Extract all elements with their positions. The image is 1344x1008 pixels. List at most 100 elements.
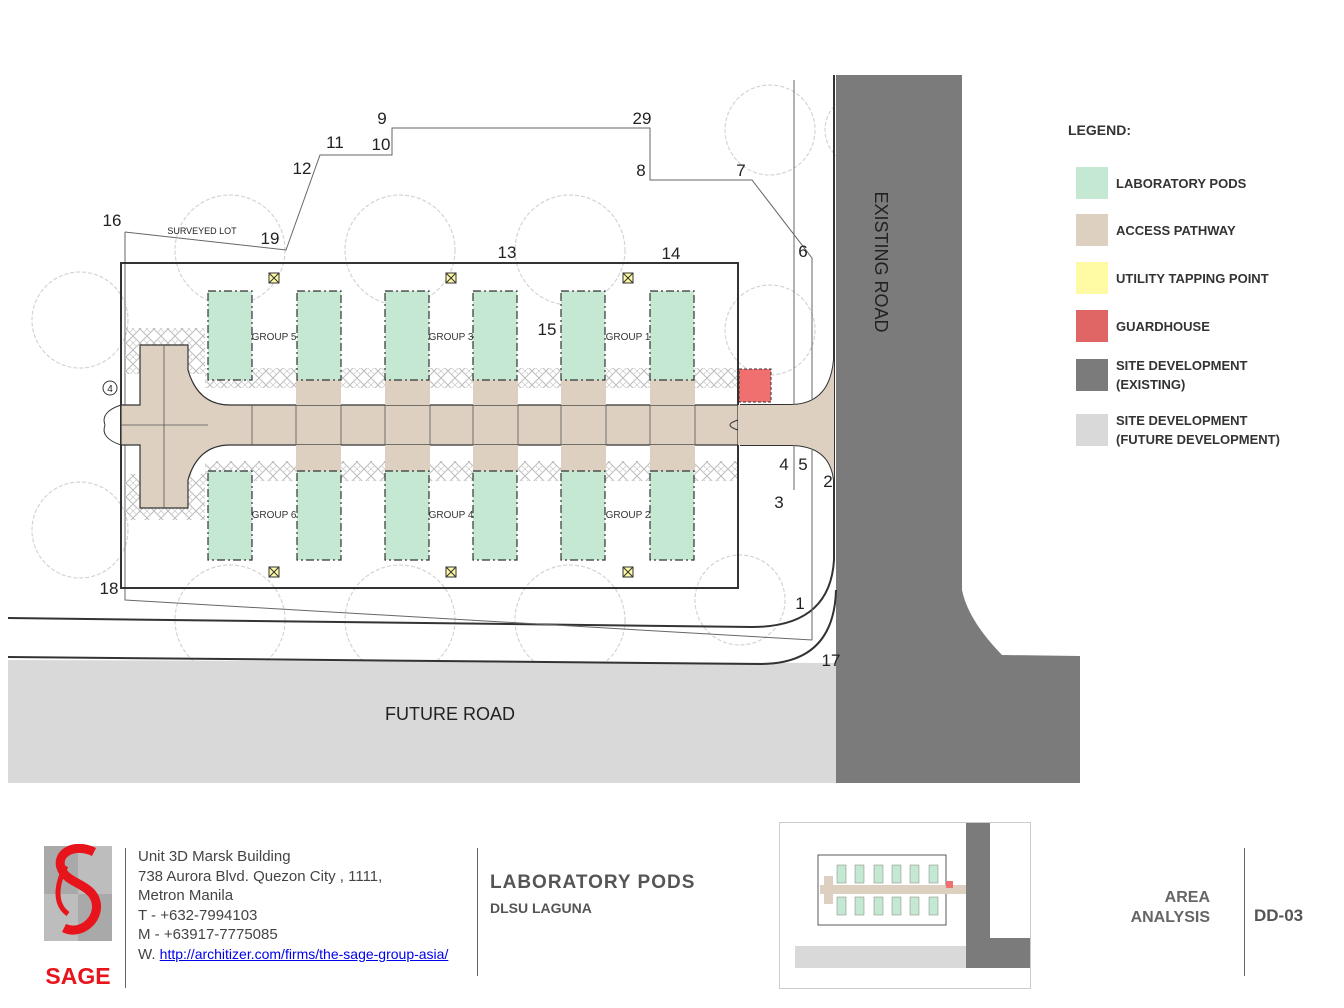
laboratory-pod [384, 470, 430, 561]
laboratory-pod [207, 470, 253, 561]
future-road-label: FUTURE ROAD [385, 704, 515, 724]
group-labels: GROUP 5 GROUP 3 GROUP 1 GROUP 6 GROUP 4 … [252, 332, 651, 521]
laboratory-pod [560, 290, 606, 381]
laboratory-pod [472, 290, 518, 381]
sheet-title: AREA ANALYSIS [1130, 889, 1210, 926]
survey-point: 1 [795, 594, 804, 613]
address-line: Metron Manila [138, 887, 234, 904]
group-label: GROUP 6 [252, 510, 297, 521]
surveyed-lot-label: SURVEYED LOT [167, 226, 237, 236]
legend-swatch [1076, 414, 1108, 446]
survey-point: 16 [103, 211, 122, 230]
legend-label: UTILITY TAPPING POINT [1116, 270, 1269, 286]
project-subtitle: DLSU LAGUNA [490, 900, 592, 916]
phone-line: T - +632-7994103 [138, 906, 258, 924]
survey-point: 3 [774, 493, 783, 512]
site-plan: GROUP 5 GROUP 3 GROUP 1 GROUP 6 GROUP 4 … [7, 75, 1080, 783]
legend-label: SITE DEVELOPMENT (EXISTING) [1116, 358, 1248, 392]
laboratory-pod [296, 470, 342, 561]
survey-point: 11 [326, 133, 344, 152]
address-line: Unit 3D Marsk Building [138, 848, 291, 865]
divider [125, 848, 126, 988]
legend-swatch [1076, 359, 1108, 391]
laboratory-pod [649, 470, 695, 561]
legend: LEGEND: LABORATORY PODS ACCESS PATHWAY U… [1068, 122, 1328, 447]
divider [1244, 848, 1245, 976]
guardhouse [738, 368, 772, 403]
survey-point: 9 [377, 109, 386, 128]
sheet-number: DD-03 [1254, 906, 1304, 925]
laboratory-pod [649, 290, 695, 381]
survey-point: 12 [293, 159, 312, 178]
survey-point: 6 [798, 242, 807, 261]
logo-wordmark: SAGE [45, 963, 110, 989]
company-address: Unit 3D Marsk Building 738 Aurora Blvd. … [138, 847, 448, 964]
legend-item-laboratory-pods: LABORATORY PODS [1076, 166, 1246, 200]
group-label: GROUP 2 [606, 510, 651, 521]
utility-tapping-point [445, 272, 457, 284]
laboratory-pods [207, 290, 695, 561]
existing-road [836, 75, 1080, 783]
access-pathway [120, 344, 834, 509]
legend-label: SITE DEVELOPMENT (FUTURE DEVELOPMENT) [1116, 413, 1280, 447]
laboratory-pod [296, 290, 342, 381]
utility-tapping-point [622, 272, 634, 284]
laboratory-pod [207, 290, 253, 381]
utility-tapping-point [622, 566, 634, 578]
plan-thumbnail-drawing [795, 823, 1030, 968]
pathway-grid [121, 345, 696, 508]
survey-point: 19 [261, 229, 280, 248]
survey-point: 8 [636, 161, 645, 180]
entry-gate [103, 404, 739, 446]
survey-point: 4 [779, 455, 788, 474]
title-block: SAGE Unit 3D Marsk Building 738 Aurora B… [0, 820, 1344, 1008]
survey-point: 10 [372, 135, 391, 154]
legend-title: LEGEND: [1068, 122, 1131, 138]
future-road [8, 660, 836, 783]
address-line: 738 Aurora Blvd. Quezon City , 1111, [138, 867, 383, 885]
laboratory-pod [560, 470, 606, 561]
survey-point: 5 [798, 455, 807, 474]
web-prefix: W. [138, 945, 160, 963]
plan-thumbnail [779, 822, 1031, 989]
group-label: GROUP 5 [252, 332, 297, 343]
survey-point: 17 [822, 651, 841, 670]
legend-item-site-development-future: SITE DEVELOPMENT (FUTURE DEVELOPMENT) [1076, 413, 1280, 447]
legend-label: ACCESS PATHWAY [1116, 222, 1236, 238]
legend-item-utility-tapping-point: UTILITY TAPPING POINT [1076, 261, 1269, 295]
web-line: W. http://architizer.com/firms/the-sage-… [138, 945, 448, 965]
survey-point-labels: 1 2 3 4 5 6 7 8 9 10 11 12 13 14 15 16 1… [100, 109, 841, 670]
utility-tapping-points [268, 272, 634, 578]
legend-item-access-pathway: ACCESS PATHWAY [1076, 213, 1236, 247]
laboratory-pod [472, 470, 518, 561]
legend-item-guardhouse: GUARDHOUSE [1076, 309, 1210, 343]
legend-swatch [1076, 310, 1108, 342]
existing-road-label: EXISTING ROAD [871, 191, 891, 332]
legend-label: LABORATORY PODS [1116, 175, 1247, 191]
utility-tapping-point [445, 566, 457, 578]
divider [477, 848, 478, 976]
survey-point: 15 [538, 320, 557, 339]
sage-logo: SAGE [44, 844, 112, 989]
survey-point: 14 [662, 244, 681, 263]
survey-point: 2 [823, 472, 832, 491]
survey-point: 13 [498, 243, 517, 262]
group-label: GROUP 4 [429, 510, 474, 521]
survey-point: 29 [633, 109, 652, 128]
legend-swatch [1076, 214, 1108, 246]
survey-point: 18 [100, 579, 119, 598]
survey-point: 7 [736, 161, 745, 180]
utility-tapping-point [268, 272, 280, 284]
legend-label: GUARDHOUSE [1116, 318, 1210, 334]
legend-swatch [1076, 262, 1108, 294]
legend-item-site-development-existing: SITE DEVELOPMENT (EXISTING) [1076, 358, 1247, 392]
gate-marker: 4 [102, 380, 118, 396]
laboratory-pod [384, 290, 430, 381]
mobile-line: M - +63917-7775085 [138, 926, 278, 943]
project-title: LABORATORY PODS [490, 872, 696, 893]
gate-marker-number: 4 [107, 384, 113, 395]
utility-tapping-point [268, 566, 280, 578]
legend-swatch [1076, 167, 1108, 199]
website-link[interactable]: http://architizer.com/firms/the-sage-gro… [159, 945, 449, 962]
group-label: GROUP 1 [606, 332, 651, 343]
